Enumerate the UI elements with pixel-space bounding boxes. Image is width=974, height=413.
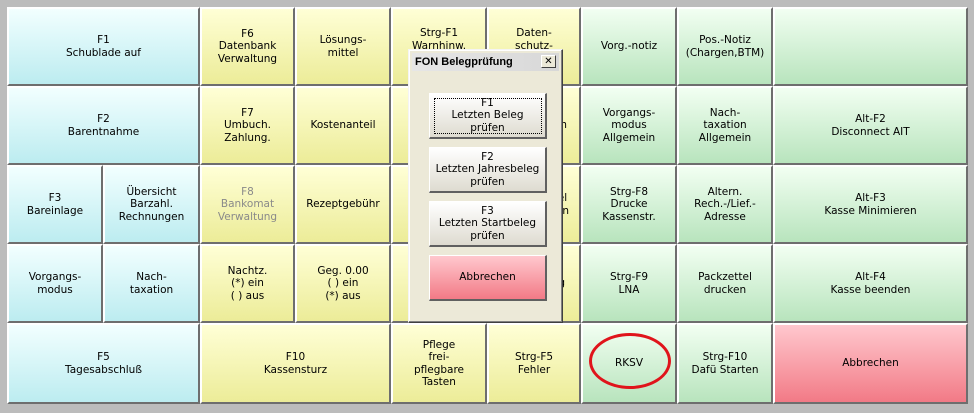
vorg-notiz-button[interactable]: Vorg.-notiz (581, 7, 677, 86)
f6-datenbank-button[interactable]: F6 Datenbank Verwaltung (200, 7, 295, 86)
dialog-title: FON Belegprüfung (415, 56, 513, 68)
f3-bareinlage-button[interactable]: F3 Bareinlage (7, 165, 103, 244)
alt-f4-kasse-beenden-button[interactable]: Alt-F4 Kasse beenden (773, 244, 968, 323)
altern-adresse-button[interactable]: Altern. Rech.-/Lief.- Adresse (677, 165, 773, 244)
f2-barentnahme-button[interactable]: F2 Barentnahme (7, 86, 200, 165)
vorgangsmodus-button[interactable]: Vorgangs- modus (7, 244, 103, 323)
loesungsmittel-button[interactable]: Lösungs- mittel (295, 7, 391, 86)
packzettel-drucken-button[interactable]: Packzettel drucken (677, 244, 773, 323)
dialog-titlebar[interactable]: FON Belegprüfung ✕ (412, 53, 559, 71)
rezeptgebuehr-button[interactable]: Rezeptgebühr (295, 165, 391, 244)
letzten-jahresbeleg-pruefen-button[interactable]: F2 Letzten Jahresbeleg prüfen (429, 147, 547, 193)
f8-bankomat-button: F8 Bankomat Verwaltung (200, 165, 295, 244)
uebersicht-barzahlung-button[interactable]: Übersicht Barzahl. Rechnungen (103, 165, 200, 244)
f1-schublade-button[interactable]: F1 Schublade auf (7, 7, 200, 86)
gegenrechnung-toggle-button[interactable]: Geg. 0.00 ( ) ein (*) aus (295, 244, 391, 323)
nachtaxation-button[interactable]: Nach- taxation (103, 244, 200, 323)
nachtaxation-allgemein-button[interactable]: Nach- taxation Allgemein (677, 86, 773, 165)
f10-kassensturz-button[interactable]: F10 Kassensturz (200, 323, 391, 404)
letzten-beleg-pruefen-button[interactable]: F1 Letzten Beleg prüfen (429, 93, 547, 139)
abbrechen-main-button[interactable]: Abbrechen (773, 323, 968, 404)
f7-umbuchung-button[interactable]: F7 Umbuch. Zahlung. (200, 86, 295, 165)
kostenanteil-button[interactable]: Kostenanteil (295, 86, 391, 165)
vorgangsmodus-allgemein-button[interactable]: Vorgangs- modus Allgemein (581, 86, 677, 165)
f5-tagesabschluss-button[interactable]: F5 Tagesabschluß (7, 323, 200, 404)
nachtzuschlag-toggle-button[interactable]: Nachtz. (*) ein ( ) aus (200, 244, 295, 323)
strg-f10-dafue-button[interactable]: Strg-F10 Dafü Starten (677, 323, 773, 404)
rksv-button[interactable]: RKSV (581, 323, 677, 404)
alt-f3-minimieren-button[interactable]: Alt-F3 Kasse Minimieren (773, 165, 968, 244)
strg-f5-fehler-button[interactable]: Strg-F5 Fehler (487, 323, 581, 404)
row1-blank-button[interactable] (773, 7, 968, 86)
close-icon[interactable]: ✕ (541, 55, 556, 68)
pflege-tasten-button[interactable]: Pflege frei- pflegbare Tasten (391, 323, 487, 404)
letzten-startbeleg-pruefen-button[interactable]: F3 Letzten Startbeleg prüfen (429, 201, 547, 247)
alt-f2-disconnect-button[interactable]: Alt-F2 Disconnect AIT (773, 86, 968, 165)
dialog-abbrechen-button[interactable]: Abbrechen (429, 255, 547, 301)
strg-f9-lna-button[interactable]: Strg-F9 LNA (581, 244, 677, 323)
fon-belegpruefung-dialog: FON Belegprüfung ✕ F1 Letzten Beleg prüf… (408, 49, 563, 323)
pos-notiz-button[interactable]: Pos.-Notiz (Chargen,BTM) (677, 7, 773, 86)
strg-f8-drucke-button[interactable]: Strg-F8 Drucke Kassenstr. (581, 165, 677, 244)
